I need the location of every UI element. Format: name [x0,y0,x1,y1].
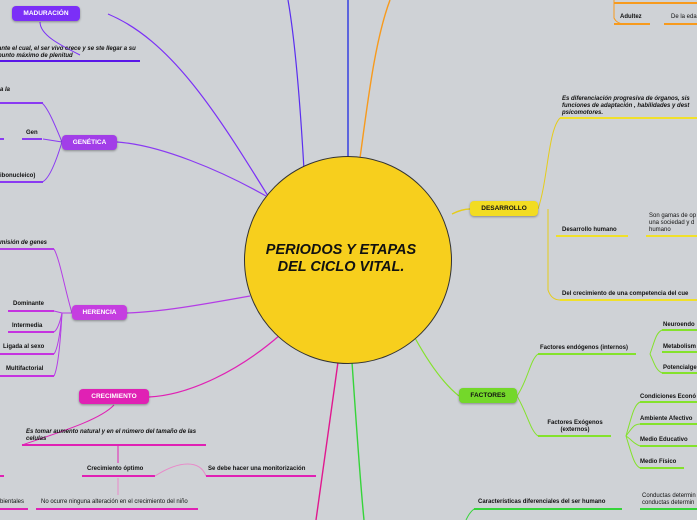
factor-metabolismo: Metabolism [663,344,697,350]
crecimiento-optimo: Crecimiento óptimo [87,466,144,472]
desarrollo-description: Es diferenciación progresiva de órganos,… [562,96,690,116]
caracteristicas-desc: Conductas determin conductas determin [642,493,696,506]
herencia-item-transmision: misión de genes [0,240,48,246]
connector-bottom-pink [315,361,339,520]
herencia-item-intermedia: Intermedia [12,323,43,329]
central-title: PERIODOS Y ETAPAS DEL CICLO VITAL. [265,242,417,275]
crecimiento-monitorizacion: Se debe hacer una monitorización [208,466,306,472]
factor-medio-fisico: Medio Físico [640,459,677,465]
connector-top-purple [287,0,305,171]
factor-potencial-genetico: Potencialge [663,365,697,371]
node-crecimiento[interactable]: CRECIMIENTO [79,389,149,404]
herencia-item-multifactorial: Multifactorial [6,366,44,372]
herencia-item-dominante: Dominante [13,301,45,307]
connector-top-orange [359,0,391,159]
crecimiento-ambientales: bientales [0,499,25,505]
crecimiento-description: Es tomar aumento natural y en el número … [26,429,197,442]
factor-ambiente-afectivo: Ambiente Afectivo [640,416,693,422]
factor-medio-educativo: Medio Educativo [640,437,688,443]
etapa-adultez: Adultez [620,14,642,20]
genetica-item-gen: Gen [26,130,38,136]
central-node[interactable]: PERIODOS Y ETAPAS DEL CICLO VITAL. [244,156,452,364]
maduracion-description: ante el cual, el ser vivo crece y se ste… [0,46,136,59]
genetica-item-1: a la [0,87,11,93]
genetica-item-3: ibonucleico) [0,173,36,179]
connector-crecimiento [148,334,281,398]
desarrollo-humano: Desarrollo humano [562,227,617,233]
factor-condiciones-economicas: Condiciones Econó [640,394,697,400]
crecimiento-no-ocurre: No ocurre ninguna alteración en el creci… [41,499,188,505]
herencia-item-ligada: Ligada al sexo [3,344,45,350]
node-factores[interactable]: FACTORES [459,388,517,403]
connector-bottom-green [351,361,365,520]
desarrollo-crecimiento-competencia: Del crecimiento de una competencia del c… [562,291,689,297]
node-maduracion[interactable]: MADURACIÓN [12,6,80,21]
node-genetica[interactable]: GENÉTICA [62,135,117,150]
node-herencia[interactable]: HERENCIA [72,305,127,320]
connector-genetica [116,141,267,197]
node-desarrollo[interactable]: DESARROLLO [470,201,538,216]
caracteristicas-diferenciales: Características diferenciales del ser hu… [478,499,606,505]
connector-herencia [126,295,251,314]
desarrollo-humano-desc: Son gamas de op una sociedad y d humano [649,213,697,233]
etapa-adultez-edad: De la eda [671,14,697,20]
factores-exogenos: Factores Exógenos (externos) [547,420,603,433]
connector-maduracion [107,13,269,197]
factores-endogenos: Factores endógenos (internos) [540,345,629,351]
connector-factores [414,337,460,397]
connector-desarrollo [451,208,471,215]
factor-neuroendocrino: Neuroendo [663,322,695,328]
